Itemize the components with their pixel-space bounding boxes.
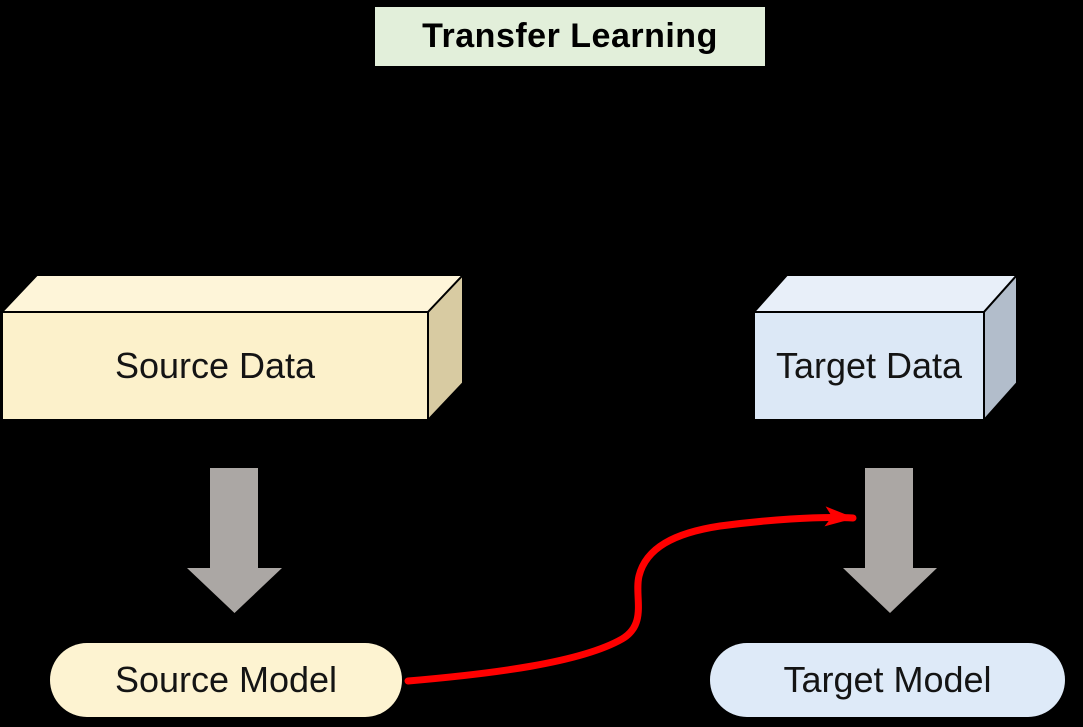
source-down-arrow-icon [187,468,282,613]
source-data-cuboid-front [1,311,429,421]
diagram-title: Transfer Learning [375,7,765,66]
target-data-cuboid-front [753,311,985,421]
diagram-title-label: Transfer Learning [422,17,718,55]
source-data-label: Source Data [114,345,316,386]
target-down-arrow-icon [843,468,937,613]
target-data-cuboid [753,274,1018,421]
source-model-label: Source Model [114,659,338,700]
source-data-cuboid-top [1,274,464,313]
target-data-node-label-area: Target Data [754,312,984,420]
source-data-node-label-area: Source Data [2,312,428,420]
source-model-node: Source Model [50,643,402,717]
source-data-cuboid [1,274,464,421]
target-data-cuboid-top [753,274,1018,313]
target-model-node: Target Model [710,643,1065,717]
target-model-label: Target Model [783,659,992,700]
transfer-curved-arrow [404,506,857,685]
target-data-label: Target Data [775,345,963,386]
